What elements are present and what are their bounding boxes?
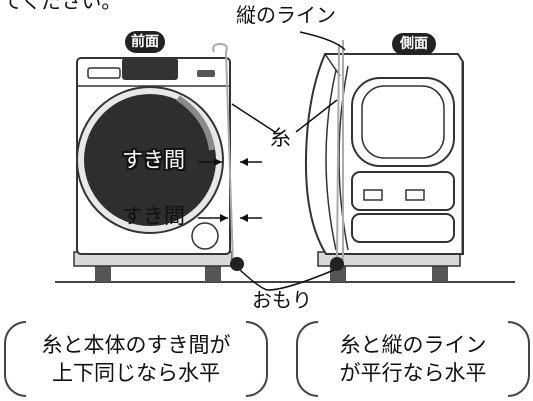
- vertical-line-leader: [299, 31, 346, 51]
- washer-front-view: [73, 42, 262, 282]
- note-gap-equal: 糸と本体のすき間が 上下同じなら水平: [4, 321, 268, 397]
- front-view-badge: 前面: [125, 31, 165, 53]
- control-panel-display: [122, 58, 178, 80]
- weight-label: おもり: [252, 288, 312, 312]
- note-right-line1: 糸と縦のライン: [339, 333, 487, 357]
- weight-side: [330, 257, 344, 271]
- thread-front: [212, 42, 234, 265]
- front-foot-left: [95, 264, 111, 282]
- note-right-line2: が平行なら水平: [339, 361, 487, 385]
- note-left-line1: 糸と本体のすき間が: [41, 333, 231, 357]
- side-lower-panel: [351, 213, 455, 243]
- gap-upper-label: すき間: [122, 148, 185, 172]
- gap-lower-label: すき間: [122, 204, 185, 228]
- side-view-badge: 側面: [392, 33, 436, 55]
- side-foot-right: [432, 264, 448, 282]
- thread-leader-front: [231, 103, 276, 133]
- note-parallel: 糸と縦のライン が平行なら水平: [296, 321, 530, 397]
- detergent-drawer: [87, 67, 121, 79]
- door-glass: [84, 94, 216, 226]
- front-foot-right: [205, 264, 221, 282]
- thread-leader-side: [295, 99, 338, 133]
- weight-leader: [239, 269, 335, 291]
- washer-side-view: [304, 40, 464, 282]
- weight-front: [230, 257, 244, 271]
- note-left-line2: 上下同じなら水平: [52, 361, 220, 385]
- power-button: [197, 70, 215, 77]
- header-fragment: てください。: [2, 0, 122, 13]
- thread-side: [336, 43, 340, 263]
- vertical-line-label: 縦のライン: [236, 3, 336, 27]
- thread-label: 糸: [270, 126, 291, 150]
- filter-cap: [191, 222, 219, 250]
